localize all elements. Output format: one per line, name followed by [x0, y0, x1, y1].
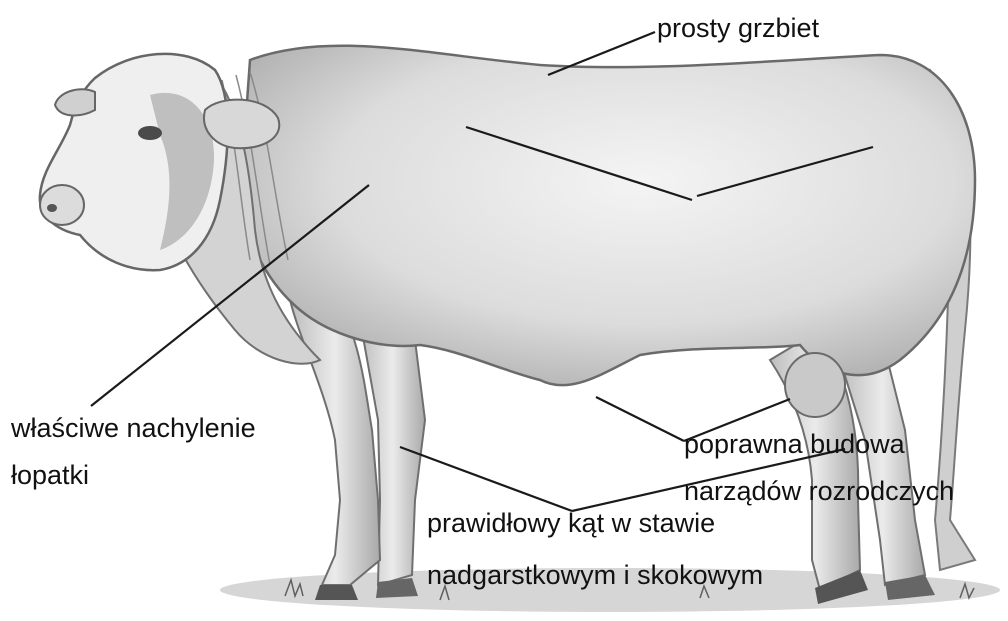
leader-joint-left: [400, 447, 572, 511]
scrotum: [785, 353, 845, 417]
bull-ear-far: [55, 89, 95, 115]
leader-repro-left: [596, 397, 684, 441]
label-shoulder-line1: właściwe nachylenie: [11, 415, 256, 442]
bull-body: [240, 46, 975, 386]
label-reproductive-line1: poprawna budowa: [684, 431, 905, 458]
bull-eye: [138, 126, 162, 140]
bull-muzzle: [40, 185, 84, 225]
bull-nostril: [47, 204, 57, 212]
label-shoulder-line2: łopatki: [11, 462, 89, 489]
label-joint-line1: prawidłowy kąt w stawie: [427, 510, 715, 537]
hoof-fore-near: [315, 585, 358, 600]
label-joint-line2: nadgarstkowym i skokowym: [427, 562, 763, 589]
label-straight-back: prosty grzbiet: [657, 15, 819, 42]
label-reproductive-line2: narządów rozrodczych: [684, 478, 954, 505]
bull-ear: [204, 100, 279, 149]
